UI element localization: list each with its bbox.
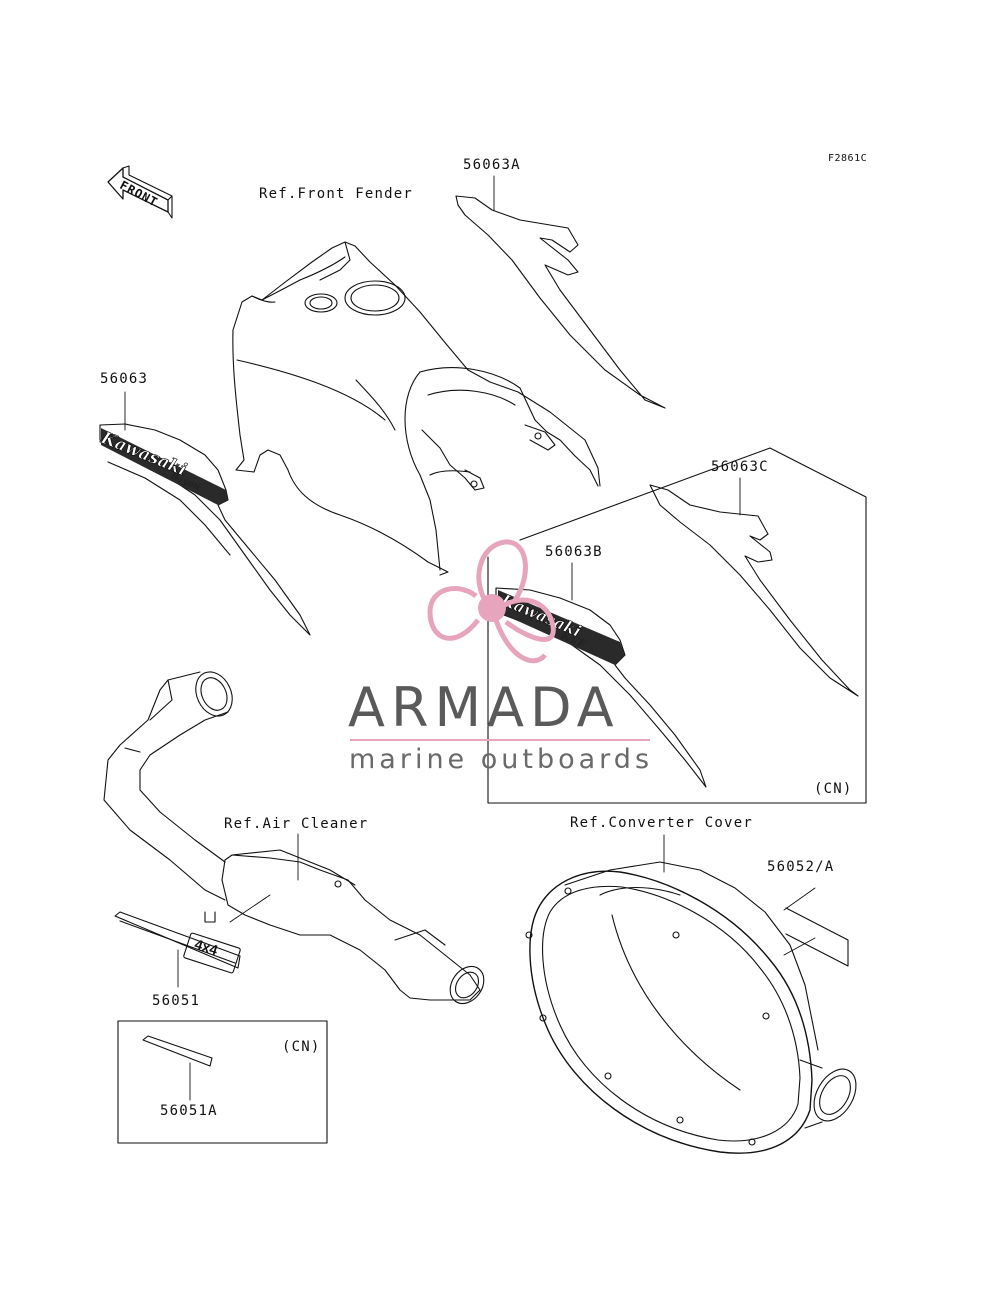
watermark-propeller-icon xyxy=(427,539,556,664)
decal-56063C-drawing xyxy=(649,484,859,697)
ref-air-cleaner-label: Ref.Air Cleaner xyxy=(224,816,369,832)
part-56063B-label: 56063B xyxy=(545,544,603,560)
part-56051-label: 56051 xyxy=(152,993,201,1009)
part-56063-label: 56063 xyxy=(100,371,149,387)
decal-56063B-drawing xyxy=(495,587,707,788)
part-56063A-label: 56063A xyxy=(463,157,521,173)
ref-converter-cover-label: Ref.Converter Cover xyxy=(570,815,753,831)
air-cleaner-drawing xyxy=(103,671,485,1005)
decal-side-badge-text: 4x4 xyxy=(193,936,220,959)
cn-label-upper: (CN) xyxy=(814,781,853,797)
figure-code: F2861C xyxy=(828,153,868,164)
part-56051A-label: 56051A xyxy=(160,1103,218,1119)
front-fender-drawing xyxy=(232,241,601,576)
cn-box-lower xyxy=(117,1020,328,1144)
decal-56051A-drawing xyxy=(142,1035,213,1067)
decal-56063A-drawing xyxy=(455,195,666,409)
leader-lines xyxy=(124,175,816,1101)
watermark-title: ARMADA xyxy=(348,676,620,739)
converter-cover-drawing xyxy=(525,861,857,1154)
watermark-subtitle: marine outboards xyxy=(349,744,654,775)
decal-56051-drawing xyxy=(114,911,241,974)
cn-box-upper xyxy=(487,447,867,804)
part-56052A-label: 56052/A xyxy=(767,859,835,875)
decal-56052A-drawing xyxy=(785,907,849,967)
cn-label-lower: (CN) xyxy=(282,1039,321,1055)
part-56063C-label: 56063C xyxy=(711,459,769,475)
front-arrow-icon xyxy=(107,165,173,219)
ref-front-fender-label: Ref.Front Fender xyxy=(259,186,414,202)
